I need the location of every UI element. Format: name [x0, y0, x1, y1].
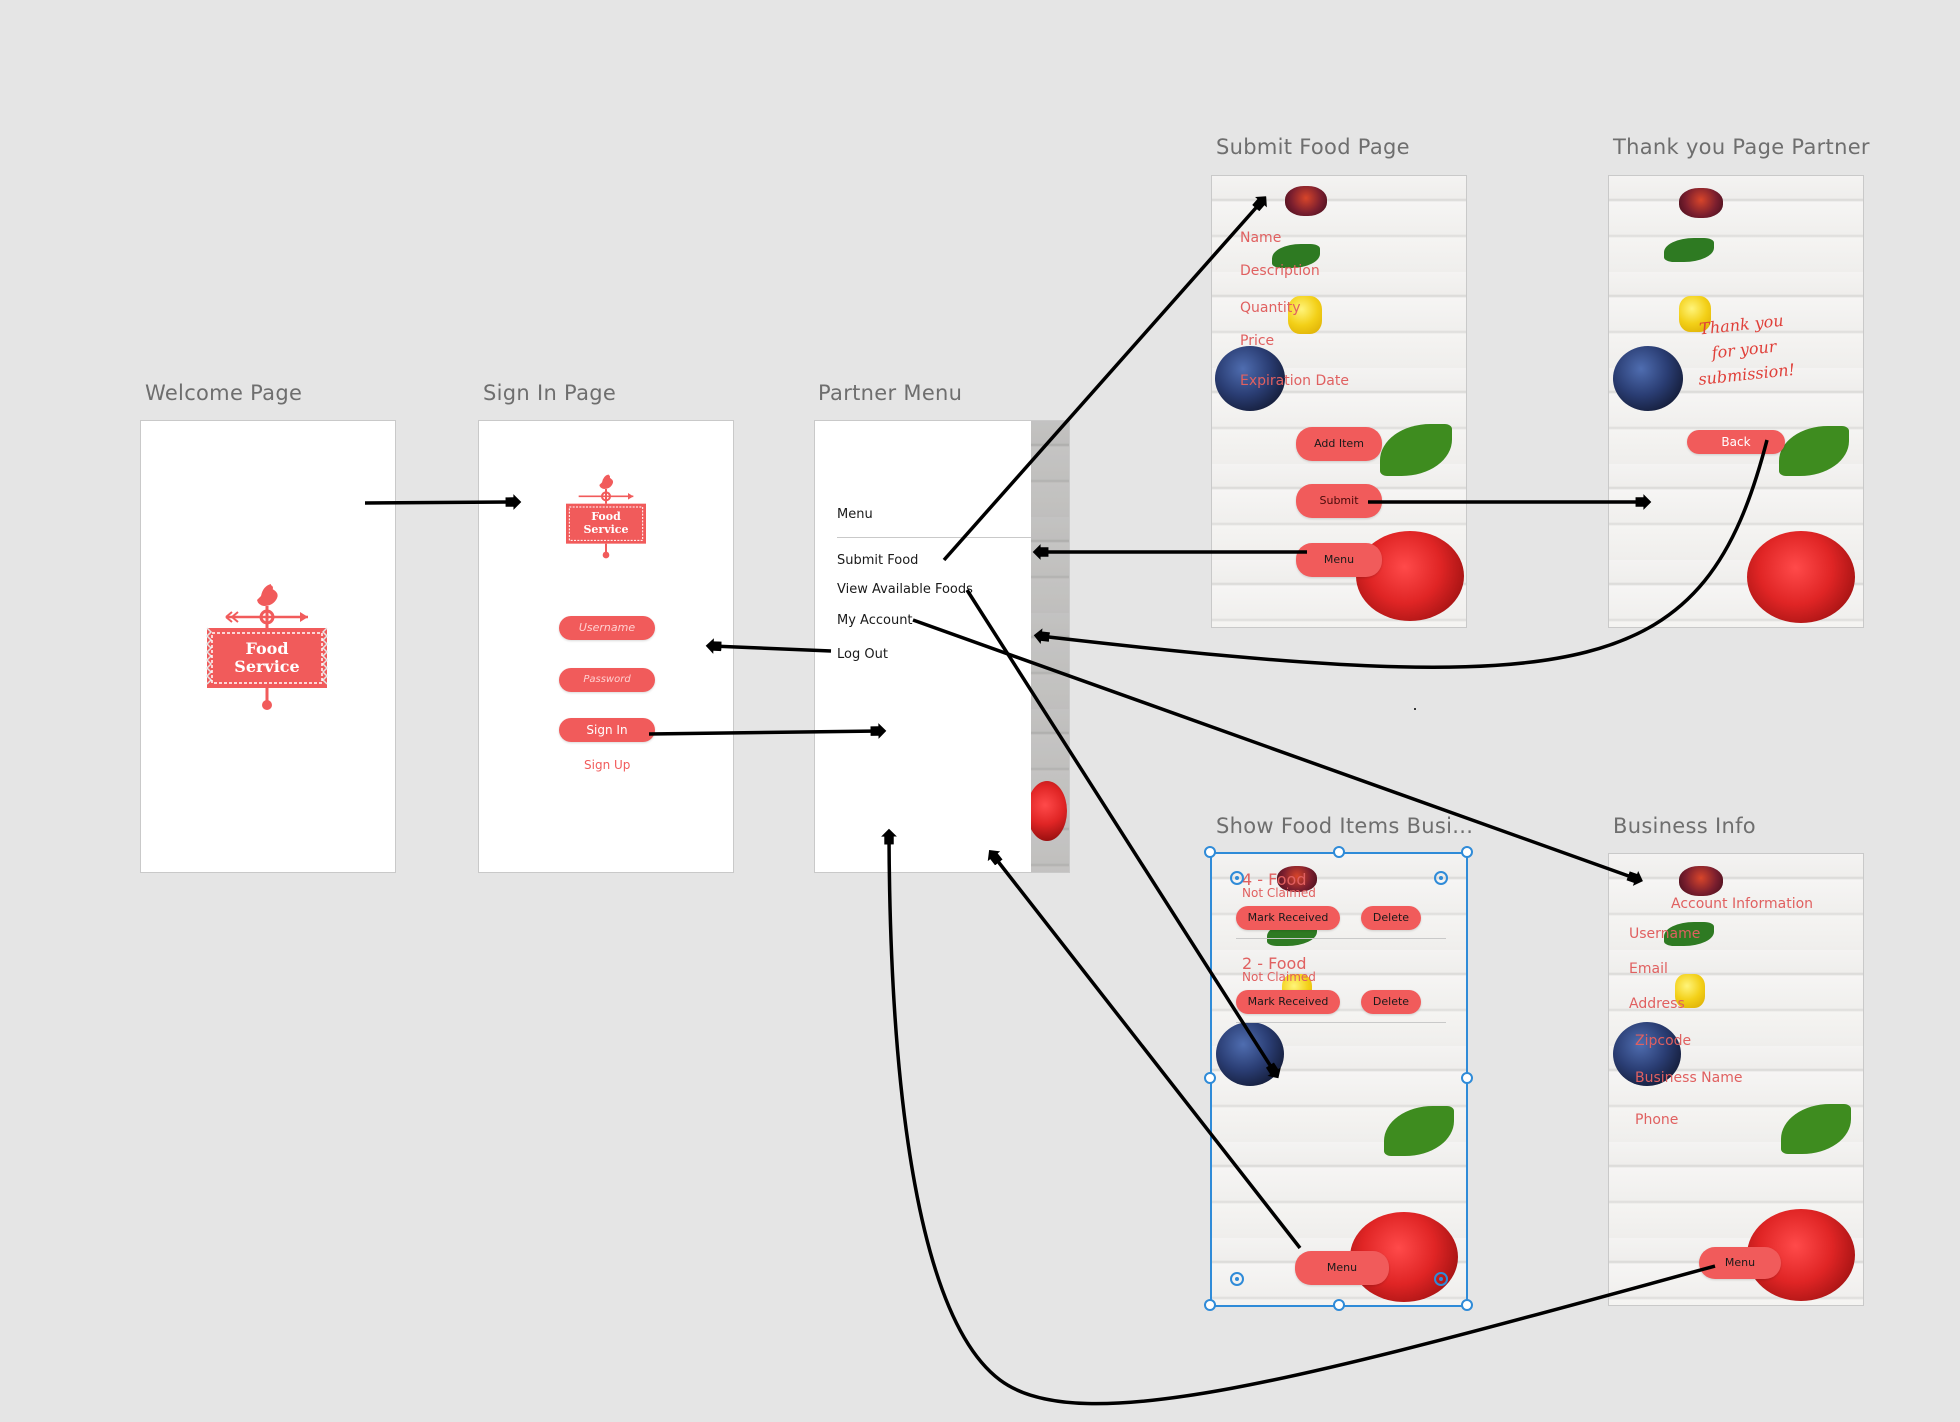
field-label-quantity: Quantity [1240, 300, 1301, 316]
mark-received-button[interactable]: Mark Received [1236, 906, 1340, 930]
food-item-label: 4 - Food [1242, 870, 1307, 889]
menu-button[interactable]: Menu [1295, 1251, 1389, 1285]
blueberry-image [1613, 346, 1683, 411]
field-label-business-name: Business Name [1635, 1070, 1743, 1086]
list-divider [1236, 938, 1446, 939]
resize-handle-bottom-left[interactable] [1204, 1299, 1216, 1311]
food-item-status: Not Claimed [1242, 970, 1316, 984]
delete-button[interactable]: Delete [1361, 990, 1421, 1014]
sign-in-button[interactable]: Sign In [559, 718, 655, 742]
arrow-connector[interactable] [1033, 439, 1769, 669]
resize-handle-top-right[interactable] [1461, 846, 1473, 858]
resize-handle-left[interactable] [1204, 1072, 1216, 1084]
password-input[interactable]: Password [559, 668, 655, 692]
arrow-connector[interactable] [965, 589, 1281, 1079]
artboard-submit-food[interactable]: Name Description Quantity Price Expirati… [1211, 175, 1467, 628]
logo-text-line2: Service [583, 522, 629, 536]
weathervane-logo-icon: Food Service [564, 469, 648, 559]
arrow-connector[interactable] [912, 618, 1643, 886]
field-label-name: Name [1240, 230, 1282, 246]
artboard-thank-you[interactable]: Thank you for your submission! Back [1608, 175, 1864, 628]
menu-item-my-account[interactable]: My Account [837, 613, 913, 628]
sign-up-link[interactable]: Sign Up [584, 758, 631, 772]
arrow-connector[interactable] [705, 638, 832, 654]
artboard-title-partner-menu[interactable]: Partner Menu [818, 381, 963, 405]
arrow-connector[interactable] [942, 196, 1267, 562]
field-label-zipcode: Zipcode [1635, 1033, 1692, 1049]
resize-handle-right[interactable] [1461, 1072, 1473, 1084]
resize-handle-bottom[interactable] [1333, 1299, 1345, 1311]
back-button[interactable]: Back [1687, 430, 1785, 454]
raspberry-image [1027, 781, 1067, 841]
rotate-handle-bottom-left[interactable] [1230, 1272, 1244, 1286]
artboard-title-thank-you[interactable]: Thank you Page Partner [1613, 135, 1870, 159]
menu-button[interactable]: Menu [1296, 543, 1382, 577]
canvas-dot [1414, 708, 1416, 710]
add-item-button[interactable]: Add Item [1296, 427, 1382, 461]
artboard-welcome[interactable]: Food Service [140, 420, 396, 873]
artboard-title-welcome[interactable]: Welcome Page [145, 381, 303, 405]
candle-image [1285, 186, 1327, 216]
yellow-fruit-image [1679, 296, 1711, 332]
candle-image [1679, 866, 1723, 896]
field-label-username: Username [1629, 926, 1701, 942]
account-information-heading: Account Information [1671, 896, 1814, 912]
username-input[interactable]: Username [559, 616, 655, 640]
field-label-expiration-date: Expiration Date [1240, 373, 1349, 389]
raspberry-image [1747, 531, 1855, 623]
yellow-fruit-image [1288, 296, 1322, 334]
artboard-title-business-info[interactable]: Business Info [1613, 814, 1756, 838]
field-label-email: Email [1629, 961, 1668, 977]
resize-handle-top[interactable] [1333, 846, 1345, 858]
rotate-handle-top-right[interactable] [1434, 871, 1448, 885]
field-label-phone: Phone [1635, 1112, 1679, 1128]
submit-button[interactable]: Submit [1296, 484, 1382, 518]
rotate-handle-bottom-right[interactable] [1434, 1272, 1448, 1286]
logo-text-line2: Service [234, 657, 300, 677]
field-label-description: Description [1240, 263, 1320, 279]
menu-item-view-available-foods[interactable]: View Available Foods [837, 582, 973, 597]
arrow-connector[interactable] [648, 723, 887, 739]
menu-divider [837, 537, 1031, 538]
blueberry-image [1613, 1022, 1681, 1086]
weathervane-logo-icon: Food Service [204, 576, 330, 711]
menu-item-submit-food[interactable]: Submit Food [837, 553, 919, 568]
menu-item-log-out[interactable]: Log Out [837, 647, 888, 662]
arrow-connector[interactable] [881, 828, 1716, 1406]
artboard-business-info[interactable]: Account Information Username Email Addre… [1608, 853, 1864, 1306]
logo-text-line1: Food [245, 639, 289, 658]
resize-handle-bottom-right[interactable] [1461, 1299, 1473, 1311]
candle-image [1679, 188, 1723, 218]
resize-handle-top-left[interactable] [1204, 846, 1216, 858]
candle-image [1277, 866, 1317, 892]
menu-button[interactable]: Menu [1699, 1247, 1781, 1279]
food-item-status: Not Claimed [1242, 886, 1316, 900]
arrow-connector[interactable] [987, 850, 1302, 1250]
field-label-address: Address [1629, 996, 1685, 1012]
artboard-partner-menu[interactable]: Menu Submit Food View Available Foods My… [814, 420, 1070, 873]
logo-text-line1: Food [591, 510, 621, 523]
menu-drawer: Menu Submit Food View Available Foods My… [815, 421, 1031, 872]
blueberry-image [1215, 346, 1285, 411]
artboard-title-show-food[interactable]: Show Food Items Busi... [1216, 814, 1474, 838]
rotate-handle-top-left[interactable] [1230, 871, 1244, 885]
artboard-title-submit-food[interactable]: Submit Food Page [1216, 135, 1410, 159]
field-label-price: Price [1240, 333, 1275, 349]
menu-heading: Menu [837, 507, 873, 522]
arrow-connector[interactable] [364, 494, 522, 510]
mark-received-button[interactable]: Mark Received [1236, 990, 1340, 1014]
delete-button[interactable]: Delete [1361, 906, 1421, 930]
food-item-label: 2 - Food [1242, 954, 1307, 973]
artboard-title-signin[interactable]: Sign In Page [483, 381, 617, 405]
list-divider [1236, 1022, 1446, 1023]
yellow-fruit-image [1675, 974, 1705, 1008]
